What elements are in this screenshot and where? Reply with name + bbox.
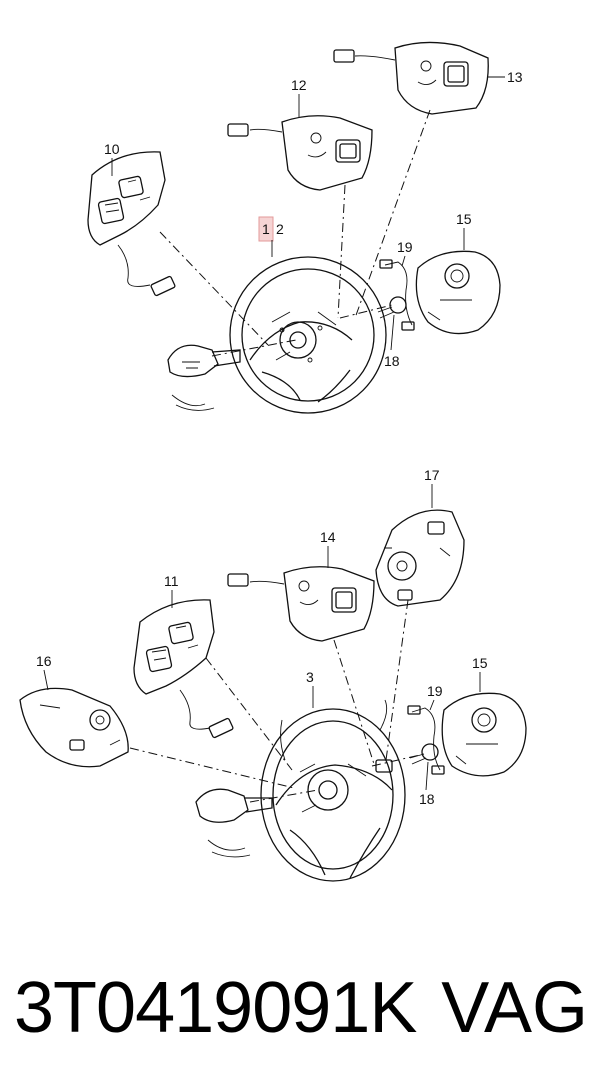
part-16-cover (19, 687, 129, 768)
top-steering-wheel (229, 256, 387, 414)
parts-diagram: 1 2 10 12 13 15 19 18 (19, 41, 527, 882)
callout-19-bottom: 19 (427, 683, 443, 699)
callout-15-bottom: 15 (472, 655, 488, 671)
callout-16: 16 (36, 653, 52, 669)
top-steering-column (167, 344, 241, 411)
switch-12-center (227, 115, 373, 191)
top-assembly: 1 2 10 12 13 15 19 18 (87, 41, 523, 414)
bottom-steering-wheel (260, 699, 406, 882)
callout-15: 15 (456, 211, 472, 227)
callout-1-highlight (258, 216, 274, 242)
bottom-airbag-15 (441, 692, 527, 777)
callout-18-bottom: 18 (419, 791, 435, 807)
bottom-assembly: 3 11 14 17 16 15 19 18 (19, 467, 527, 882)
callout-14: 14 (320, 529, 336, 545)
switch-10-left (87, 151, 176, 297)
callout-17: 17 (424, 467, 440, 483)
callout-19: 19 (397, 239, 413, 255)
bottom-steering-column (195, 788, 273, 858)
callout-18: 18 (384, 353, 400, 369)
callout-2: 2 (276, 221, 284, 237)
callout-12: 12 (291, 77, 307, 93)
switch-14-center (227, 566, 375, 642)
top-airbag-15 (415, 250, 501, 335)
callout-10: 10 (104, 141, 120, 157)
callout-3: 3 (306, 669, 314, 685)
bottom-connector-19 (407, 705, 445, 775)
switch-13-right (333, 41, 489, 115)
callout-11: 11 (164, 573, 179, 589)
part-number: 3T0419091K (14, 968, 417, 1048)
caption: 3T0419091K VAG (14, 958, 594, 1058)
part-17-cover (375, 509, 465, 607)
callout-13: 13 (507, 69, 523, 85)
brand-label: VAG (441, 968, 588, 1048)
switch-11-left (133, 599, 234, 739)
callout-1: 1 (262, 221, 270, 237)
